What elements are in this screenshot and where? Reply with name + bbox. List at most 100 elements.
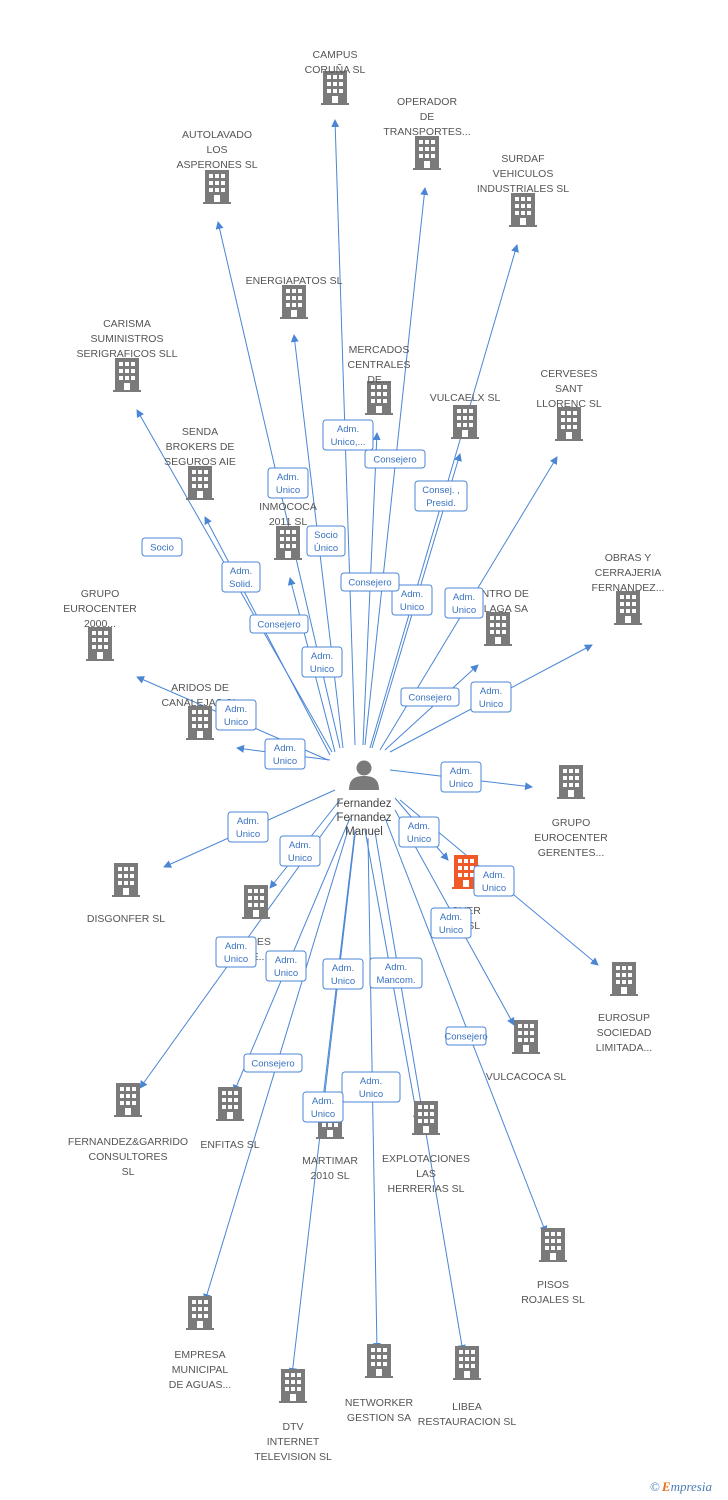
company-node-enfitas[interactable]: ENFITAS SL bbox=[200, 1087, 260, 1151]
edge-role-text: Adm. bbox=[450, 766, 472, 777]
company-name-line: LLORENC SL bbox=[536, 398, 602, 410]
company-node-obras[interactable]: OBRAS YCERRAJERIAFERNANDEZ... bbox=[592, 552, 665, 625]
edge-role-text: Unico bbox=[288, 853, 312, 864]
edge-role-label[interactable]: Adm.Unico bbox=[215, 699, 257, 731]
company-node-vulcacoca[interactable]: VULCACOCA SL bbox=[486, 1020, 567, 1083]
company-node-energiapatos[interactable]: ENERGIAPATOS SL bbox=[246, 275, 343, 319]
edge-role-label[interactable]: Adm.Unico bbox=[279, 835, 321, 867]
company-name-line: ASPERONES SL bbox=[176, 159, 257, 171]
building-icon bbox=[539, 1228, 567, 1262]
edge-role-label[interactable]: Consejero bbox=[340, 572, 400, 592]
building-icon bbox=[413, 136, 441, 170]
edge-role-label[interactable]: Adm.Unico bbox=[267, 467, 309, 499]
company-name-line: RESTAURACION SL bbox=[418, 1416, 517, 1428]
edge-libea bbox=[374, 831, 466, 1353]
edge-role-label[interactable]: Adm.Unico bbox=[322, 958, 364, 990]
edge-role-label[interactable]: Adm.Unico bbox=[341, 1071, 401, 1103]
edge-role-label[interactable]: Consejero bbox=[364, 449, 426, 469]
company-node-disgonfer[interactable]: DISGONFER SL bbox=[87, 863, 165, 925]
edge-role-text: Unico bbox=[224, 717, 248, 728]
company-node-operador[interactable]: OPERADORDETRANSPORTES... bbox=[383, 96, 471, 170]
edge-role-label[interactable]: Adm.Unico bbox=[301, 646, 343, 678]
edge-role-text: Unico bbox=[479, 699, 503, 710]
edge-role-text: Unico bbox=[359, 1089, 383, 1100]
company-node-grupo2000[interactable]: GRUPOEUROCENTER2000... bbox=[63, 588, 137, 661]
company-name-line: EUROCENTER bbox=[63, 603, 137, 615]
edge-role-text: Adm. bbox=[332, 963, 354, 974]
edge-role-text: Unico bbox=[276, 485, 300, 496]
building-icon bbox=[321, 71, 349, 105]
company-name-line: CONSULTORES bbox=[89, 1151, 168, 1163]
edge-role-label[interactable]: Adm.Unico bbox=[302, 1091, 344, 1123]
edge-role-label[interactable]: Adm.Unico bbox=[227, 811, 269, 843]
company-name-line: 2000... bbox=[84, 618, 116, 630]
edge-role-label[interactable]: Socio bbox=[141, 537, 183, 557]
edge-role-label[interactable]: Adm.Unico bbox=[264, 738, 306, 770]
company-name-line: MUNICIPAL bbox=[172, 1364, 229, 1376]
company-node-vulcaelx[interactable]: VULCAELX SL bbox=[430, 392, 501, 439]
company-node-gerentes[interactable]: GRUPOEUROCENTERGERENTES... bbox=[534, 765, 608, 859]
company-name-line: LAS bbox=[416, 1168, 436, 1180]
edge-role-label[interactable]: Adm.Unico bbox=[473, 865, 515, 897]
building-icon bbox=[614, 591, 642, 625]
edge-role-label[interactable]: Adm.Unico bbox=[391, 584, 433, 616]
building-icon bbox=[365, 381, 393, 415]
edge-role-label[interactable]: Adm.Unico bbox=[440, 761, 482, 793]
edge-role-text: Unico bbox=[236, 829, 260, 840]
edge-role-text: Presid. bbox=[426, 498, 456, 509]
edge-role-label[interactable]: Adm.Unico bbox=[265, 950, 307, 982]
company-name-line: FERNANDEZ&GARRIDO bbox=[68, 1136, 188, 1148]
company-node-networker[interactable]: NETWORKER GESTION SA bbox=[345, 1344, 414, 1424]
edge-role-label[interactable]: Adm.Unico bbox=[398, 816, 440, 848]
company-name-line: 2011 SL bbox=[269, 516, 307, 528]
edge-role-text: Unico bbox=[311, 1109, 335, 1120]
company-name-line: HERRERIAS SL bbox=[387, 1183, 464, 1195]
edge-role-label[interactable]: Adm.Unico,... bbox=[322, 419, 374, 451]
edge-role-label[interactable]: Consejero bbox=[243, 1053, 303, 1073]
edge-role-text: Adm. bbox=[401, 589, 423, 600]
building-icon bbox=[112, 863, 140, 897]
edge-role-text: Unico bbox=[274, 968, 298, 979]
company-node-mercados[interactable]: MERCADOSCENTRALESDE... bbox=[347, 344, 411, 415]
edge-role-label[interactable]: Adm.Solid. bbox=[221, 561, 261, 593]
edge-role-label[interactable]: Adm.Unico bbox=[215, 936, 257, 968]
edge-role-label[interactable]: Consejero bbox=[400, 687, 460, 707]
company-name-line: GESTION SA bbox=[347, 1412, 411, 1424]
edge-role-label[interactable]: Adm.Unico bbox=[470, 681, 512, 713]
edge-role-label[interactable]: Consej. , Presid. bbox=[414, 480, 468, 512]
building-icon bbox=[279, 1369, 307, 1403]
edge-role-label[interactable]: Consejero bbox=[444, 1026, 488, 1046]
company-name-line: NETWORKER bbox=[345, 1397, 414, 1409]
center-person-node[interactable]: Fernandez Fernandez Manuel bbox=[337, 760, 392, 839]
company-name-line: LIMITADA... bbox=[596, 1042, 652, 1054]
edge-role-label[interactable]: Adm.Unico bbox=[444, 587, 484, 619]
edge-role-text: Único bbox=[314, 543, 338, 554]
company-name-line: AUTOLAVADO bbox=[182, 129, 252, 141]
edge-role-text: Unico,... bbox=[331, 437, 366, 448]
edge-role-label[interactable]: Consejero bbox=[249, 614, 309, 634]
edge-role-text: Socio bbox=[150, 543, 174, 554]
company-name-line: MARTIMAR bbox=[302, 1155, 358, 1167]
company-node-eurosup[interactable]: EUROSUPSOCIEDADLIMITADA... bbox=[596, 962, 652, 1054]
edge-role-label[interactable]: Adm.Mancom. bbox=[369, 957, 423, 989]
edge-role-text: Consejero bbox=[373, 455, 416, 466]
edge-senda bbox=[204, 516, 331, 756]
edge-role-label[interactable]: Adm.Unico bbox=[430, 907, 472, 939]
edge-role-text: Consej. , bbox=[422, 485, 460, 496]
